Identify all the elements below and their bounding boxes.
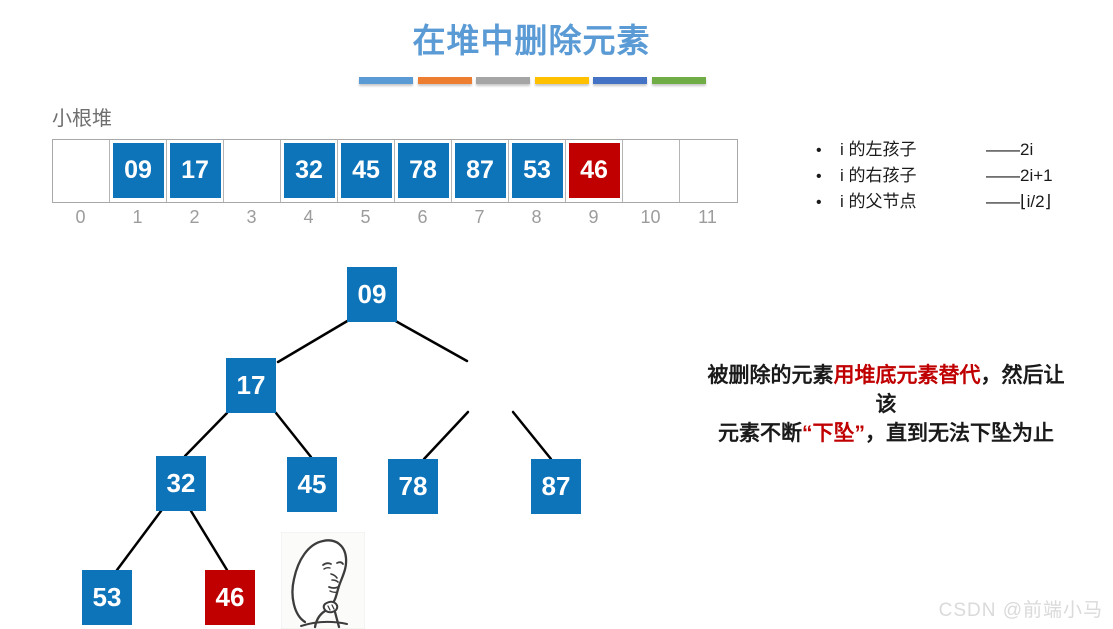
array-cell-1: 09 — [110, 140, 167, 202]
tree-node-87: 87 — [531, 459, 581, 514]
instruction-segment: ，直到无法下坠为止 — [865, 422, 1054, 445]
legend-label: i 的左孩子 — [840, 140, 917, 159]
array-value: 46 — [568, 143, 620, 198]
instruction-segment: 元素不断 — [718, 422, 802, 445]
instruction-segment: 被删除的元素 — [707, 364, 834, 387]
tree-node-45: 45 — [287, 457, 337, 512]
legend-item-left-child: • i 的左孩子 ——2i — [816, 135, 1053, 161]
array-cell-7: 87 — [452, 140, 509, 202]
array-value: 09 — [112, 143, 164, 198]
array-cell-5: 45 — [338, 140, 395, 202]
array-cell-6: 78 — [395, 140, 452, 202]
array-index-row: 0 1 2 3 4 5 6 7 8 9 10 11 — [52, 207, 736, 228]
instruction-line-2: 元素不断“下坠”，直到无法下坠为止 — [698, 419, 1074, 448]
divider-bar — [476, 77, 531, 84]
legend-formula: ——2i+1 — [986, 166, 1053, 185]
instruction-segment-highlight: 用堆底元素替代 — [833, 364, 981, 387]
array-value: 32 — [283, 143, 335, 198]
array-index: 8 — [531, 207, 542, 227]
heap-array: 09 17 32 45 78 87 53 46 — [52, 139, 738, 203]
array-index: 0 — [75, 207, 86, 227]
array-value: 17 — [169, 143, 221, 198]
thinking-face-meme-image — [281, 532, 365, 629]
divider-bar — [534, 77, 589, 84]
array-value: 53 — [511, 143, 563, 198]
divider-bar — [417, 77, 472, 84]
array-index: 10 — [640, 207, 661, 227]
tree-node-17: 17 — [226, 358, 276, 413]
array-value — [56, 143, 107, 198]
array-cell-11 — [680, 140, 737, 202]
array-cell-2: 17 — [167, 140, 224, 202]
instruction-line-1: 被删除的元素用堆底元素替代，然后让该 — [698, 361, 1074, 419]
bullet-icon: • — [816, 194, 822, 211]
heap-type-label: 小根堆 — [52, 108, 112, 130]
page-title: 在堆中删除元素 — [412, 22, 651, 59]
tree-node-53: 53 — [82, 570, 132, 625]
array-cell-4: 32 — [281, 140, 338, 202]
array-index: 3 — [246, 207, 257, 227]
legend-item-parent: • i 的父节点 ——⌊i/2⌋ — [816, 187, 1053, 213]
array-cell-3 — [224, 140, 281, 202]
divider-bar — [359, 77, 413, 84]
tree-node-46: 46 — [205, 570, 255, 625]
array-value: 87 — [454, 143, 506, 198]
bullet-icon: • — [816, 168, 822, 185]
array-index: 11 — [698, 207, 717, 227]
array-index: 6 — [417, 207, 428, 227]
array-value — [683, 143, 734, 198]
array-value: 78 — [397, 143, 449, 198]
title-divider-bars — [359, 77, 706, 84]
array-value — [626, 143, 677, 198]
array-index: 7 — [474, 207, 485, 227]
index-formula-list: • i 的左孩子 ——2i • i 的右孩子 ——2i+1 • i 的父节点 —… — [816, 135, 1053, 213]
legend-formula: ——2i — [986, 140, 1034, 159]
csdn-watermark: CSDN @前端小马 — [938, 600, 1103, 621]
legend-label: i 的右孩子 — [840, 166, 917, 185]
array-cell-10 — [623, 140, 680, 202]
array-index: 1 — [132, 207, 143, 227]
instruction-segment-highlight: “下坠” — [802, 422, 865, 445]
array-value — [227, 143, 278, 198]
divider-bar — [651, 77, 706, 84]
tree-node-78: 78 — [388, 459, 438, 514]
instruction-text: 被删除的元素用堆底元素替代，然后让该 元素不断“下坠”，直到无法下坠为止 — [698, 361, 1074, 448]
array-index: 9 — [588, 207, 599, 227]
legend-formula: ——⌊i/2⌋ — [986, 192, 1052, 211]
legend-label: i 的父节点 — [840, 192, 917, 211]
array-index: 2 — [189, 207, 200, 227]
legend-item-right-child: • i 的右孩子 ——2i+1 — [816, 161, 1053, 187]
instruction-segment: ，然后让该 — [875, 364, 1065, 416]
array-index: 4 — [303, 207, 314, 227]
array-cell-9: 46 — [566, 140, 623, 202]
tree-node-09: 09 — [347, 267, 397, 322]
divider-bar — [593, 77, 648, 84]
tree-node-32: 32 — [156, 456, 206, 511]
array-cell-8: 53 — [509, 140, 566, 202]
array-cell-0 — [53, 140, 110, 202]
bullet-icon: • — [816, 142, 822, 159]
array-value: 45 — [340, 143, 392, 198]
array-index: 5 — [360, 207, 371, 227]
